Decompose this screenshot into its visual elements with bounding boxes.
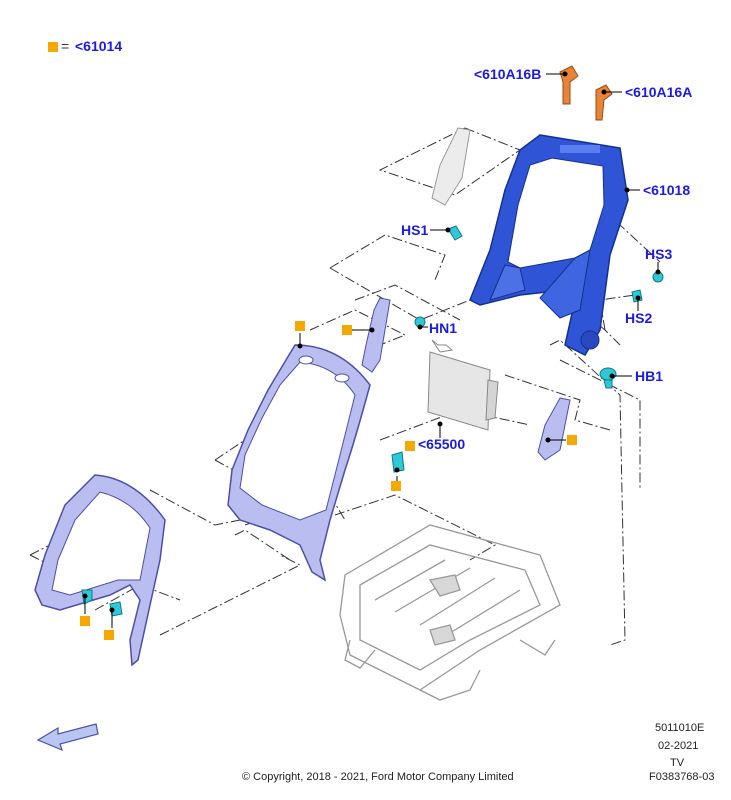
drawing-code: 5011010E — [655, 722, 705, 734]
copyright-notice: © Copyright, 2018 - 2021, Ford Motor Com… — [242, 771, 514, 783]
ref-61014-marker — [104, 630, 114, 640]
legend-ref-label: <61014 — [75, 38, 123, 54]
callout-HB1: HB1 — [635, 368, 664, 384]
callout-61018: <61018 — [643, 182, 691, 198]
ref-61014-marker — [342, 325, 352, 335]
callout-HS3: HS3 — [645, 246, 673, 262]
lumbar-support-module — [427, 339, 499, 431]
drawing-date: 02-2021 — [658, 740, 699, 752]
legend-square-icon — [48, 42, 58, 52]
callout-HS1: HS1 — [401, 222, 429, 238]
headrest-guide-610A16A — [595, 84, 613, 121]
leader-lines — [82, 71, 661, 628]
callout-65500: <65500 — [418, 436, 466, 452]
top-trim-piece — [431, 127, 471, 206]
ref-61014-marker — [295, 321, 305, 331]
callout-610A16A: <610A16A — [625, 84, 693, 100]
fastener-HB1 — [599, 367, 617, 389]
side-bracket-left — [361, 297, 391, 373]
ref-61014-marker — [80, 616, 90, 626]
seat-back-shield — [34, 474, 166, 667]
drawing-tv: TV — [670, 757, 685, 769]
fastener-HS1 — [447, 225, 463, 241]
seat-cushion-frame — [339, 524, 561, 701]
ref-61014-marker — [391, 481, 401, 491]
callout-610A16B: <610A16B — [474, 66, 542, 82]
legend-equals: = — [61, 38, 70, 54]
headrest-guide-610A16B — [559, 65, 579, 105]
callout-HS2: HS2 — [625, 310, 653, 326]
seat-back-trim-panel — [227, 344, 371, 582]
callout-HN1: HN1 — [429, 320, 458, 336]
ref-61014-marker — [405, 441, 415, 451]
seat-back-frame — [469, 134, 629, 356]
ref-61014-marker — [567, 435, 577, 445]
front-direction-arrow-icon — [36, 723, 99, 752]
figure-number: F0383768-03 — [649, 771, 715, 783]
side-bracket-right — [537, 397, 571, 461]
clip-65500 — [391, 451, 405, 473]
